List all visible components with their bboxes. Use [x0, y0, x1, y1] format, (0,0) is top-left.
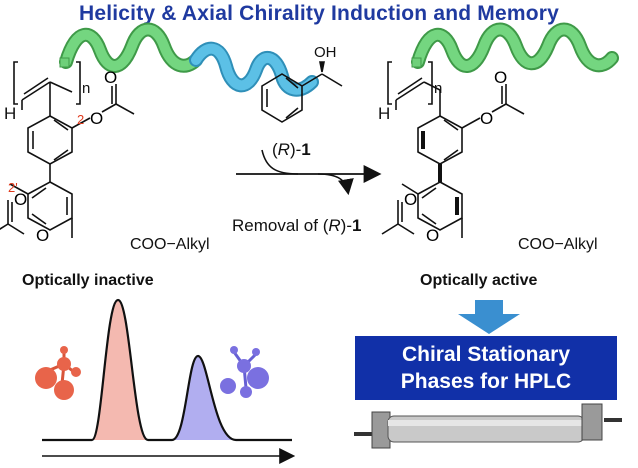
csp-box-line1: Chiral Stationary [401, 343, 571, 366]
blue-molecule-model [220, 346, 269, 398]
right-ester-label: COO−Alkyl [518, 236, 598, 253]
left-pos-2prime: 2' [8, 180, 18, 195]
chromatogram [42, 298, 296, 464]
right-o-bottom: O [404, 190, 418, 209]
left-molecule [0, 61, 135, 238]
left-ester-label: COO−Alkyl [130, 236, 210, 253]
left-o-carbonyl-top: O [104, 68, 118, 87]
left-h-label: H [4, 104, 17, 123]
down-arrow [458, 300, 520, 334]
left-o-top: O [90, 109, 104, 128]
right-o-carbonyl-bottom: O [426, 226, 440, 245]
red-molecule-model [35, 346, 81, 400]
right-helix [411, 22, 619, 73]
right-n-label: n [434, 80, 443, 97]
left-pos-2: 2 [77, 112, 85, 127]
csp-box-line2: Phases for HPLC [400, 370, 572, 393]
reagent-structure [261, 61, 343, 123]
reaction-arrows [236, 149, 382, 196]
left-n-label: n [82, 80, 91, 97]
right-o-carbonyl-top: O [494, 68, 508, 87]
figure-title: Helicity & Axial Chirality Induction and… [78, 2, 560, 25]
hplc-column [354, 403, 622, 449]
right-molecule [381, 61, 525, 238]
csp-box: Chiral Stationary Phases for HPLC [355, 336, 617, 400]
optically-inactive-label: Optically inactive [22, 272, 154, 289]
removal-label: Removal of (R)-1 [232, 216, 362, 235]
reagent-label: (R)-1 [272, 140, 311, 159]
optically-active-label: Optically active [420, 272, 538, 289]
right-h-label: H [378, 104, 391, 123]
right-o-top: O [480, 109, 494, 128]
left-o-carbonyl-bottom: O [36, 226, 50, 245]
left-o-bottom: O [14, 190, 28, 209]
left-helix [59, 22, 319, 97]
reagent-oh-label: OH [314, 44, 337, 61]
